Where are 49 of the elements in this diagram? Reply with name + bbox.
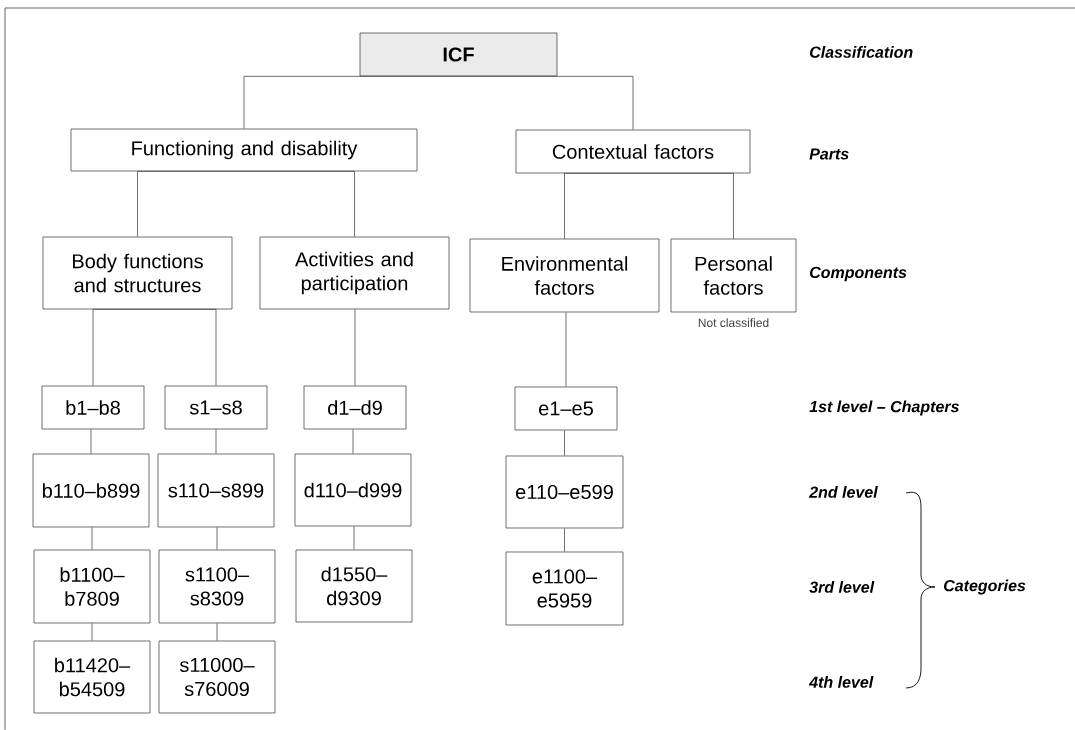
connector-line xyxy=(564,429,565,456)
category-box: Personal factors xyxy=(670,238,797,313)
level-label: Parts xyxy=(809,148,849,160)
connector-line xyxy=(216,527,218,550)
level-label: Categories xyxy=(944,579,1026,595)
category-box: b110–b899 xyxy=(32,453,150,528)
category-box: b1100–b7809 xyxy=(33,549,151,624)
connector-line xyxy=(354,309,356,386)
category-box: s110–s899 xyxy=(157,453,275,528)
connector-line xyxy=(137,171,245,237)
category-box: Activities and participation xyxy=(259,236,450,310)
category-box: e1–e5 xyxy=(514,386,618,431)
connector-line xyxy=(216,623,218,641)
connector-line xyxy=(215,428,217,454)
connector-line xyxy=(458,76,634,130)
category-box: s11000–s76009 xyxy=(158,640,276,714)
connector-line xyxy=(91,527,93,550)
connector-line xyxy=(91,623,93,641)
connector-line xyxy=(352,428,354,454)
level-label: 2nd level xyxy=(808,486,878,498)
level-label: 3rd level xyxy=(809,581,875,593)
category-box: Functioning and disability xyxy=(70,128,418,172)
connector-line xyxy=(137,309,217,386)
category-box: Environmental factors xyxy=(469,238,660,313)
connector-line xyxy=(92,309,138,386)
level-label: 4th level xyxy=(808,676,874,688)
connector-line xyxy=(90,428,92,454)
category-box: b11420–b54509 xyxy=(33,640,151,714)
connector-line xyxy=(243,76,459,129)
category-box: d1550–d9309 xyxy=(295,549,413,623)
connector-line xyxy=(564,173,634,239)
connector-line xyxy=(632,173,734,239)
level-label: 1st level – Chapters xyxy=(809,400,959,416)
note-text: Not classified xyxy=(698,318,769,327)
connector-line xyxy=(353,526,355,550)
category-box: b1–b8 xyxy=(41,385,145,430)
connector-line xyxy=(243,171,355,237)
category-box: d110–d999 xyxy=(294,453,412,527)
level-label: Classification xyxy=(810,46,913,58)
category-box: Contextual factors xyxy=(515,129,751,174)
root-box: ICF xyxy=(359,32,558,77)
category-box: e1100–e5959 xyxy=(505,551,624,626)
category-box: s1–s8 xyxy=(164,385,268,430)
category-box: Body functions and structures xyxy=(42,236,233,310)
category-box: e110–e599 xyxy=(505,455,624,529)
category-box: d1–d9 xyxy=(303,385,407,430)
category-box: s1100–s8309 xyxy=(158,549,276,624)
connector-line xyxy=(564,528,565,552)
connector-line xyxy=(565,312,567,387)
